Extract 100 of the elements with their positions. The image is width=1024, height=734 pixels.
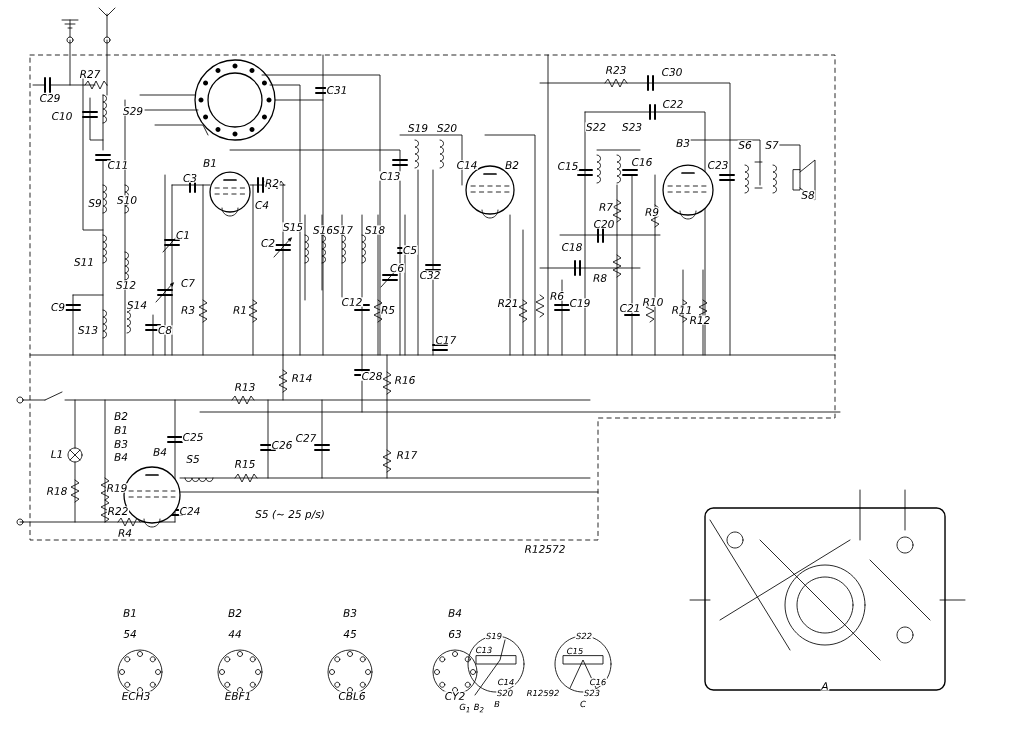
component-label: R5 [380, 305, 396, 315]
component-label: C25 [181, 432, 205, 442]
component-label: S12 [115, 280, 137, 290]
component-label: B1 [202, 158, 218, 168]
component-label: R18 [45, 486, 69, 496]
component-label: C6 [389, 263, 405, 273]
component-label: R1 [232, 305, 248, 315]
component-label: B1 [122, 608, 138, 618]
component-label: C29 [38, 93, 62, 103]
component-label: 45 [342, 629, 358, 639]
component-label: C26 [270, 440, 294, 450]
component-label: C2 [260, 238, 276, 248]
component-label: R13 [233, 382, 257, 392]
component-label: S10 [116, 195, 138, 205]
component-label: C15 [566, 647, 584, 655]
component-label: S15 [282, 222, 304, 232]
component-label: R21 [496, 298, 520, 308]
component-label: C12 [340, 297, 364, 307]
component-label: C1 [175, 230, 191, 240]
component-label: C7 [180, 278, 196, 288]
component-label: C4 [254, 200, 270, 210]
component-label: B1 [113, 425, 129, 435]
component-label: C24 [178, 506, 202, 516]
component-label: CBL6 [337, 691, 367, 701]
component-label: C [579, 700, 587, 708]
component-label: C18 [560, 242, 584, 252]
component-label: R17 [395, 450, 419, 460]
component-label: R9 [644, 207, 660, 217]
component-label: R14 [290, 373, 314, 383]
component-label: C20 [592, 219, 616, 229]
component-label: C13 [378, 171, 402, 181]
component-label: S20 [496, 689, 514, 697]
component-label: B4 [113, 452, 129, 462]
component-label: S23 [621, 122, 643, 132]
component-label: S22 [585, 122, 607, 132]
component-label: S16 [312, 225, 334, 235]
component-label: C8 [157, 325, 173, 335]
component-label: S8 [800, 190, 816, 200]
component-label: ECH3 [120, 691, 152, 701]
component-label: B2 [113, 411, 129, 421]
component-label: R2 [264, 178, 280, 188]
component-label: S6 [737, 140, 753, 150]
component-label: C15 [556, 161, 580, 171]
component-label: S5 [185, 454, 201, 464]
component-label: C16 [630, 157, 654, 167]
component-label: S14 [126, 300, 148, 310]
component-label: R4 [117, 528, 133, 538]
component-label: C3 [182, 173, 198, 183]
component-label: B2 [504, 160, 520, 170]
component-label: R8 [592, 273, 608, 283]
component-label: C31 [325, 85, 349, 95]
component-label: B [493, 700, 501, 708]
component-label: R3 [180, 305, 196, 315]
component-label: S23 [583, 689, 601, 697]
component-label: C10 [50, 111, 74, 121]
component-label: EBF1 [223, 691, 253, 701]
component-label: R15 [233, 459, 257, 469]
component-label: C14 [455, 160, 479, 170]
component-label: S9 [87, 198, 103, 208]
component-label: C11 [106, 160, 130, 170]
component-label: R12592 [525, 689, 561, 697]
component-label: C5 [402, 245, 418, 255]
component-label: S29 [122, 106, 144, 116]
component-label: A [820, 681, 830, 691]
component-label: R27 [78, 69, 102, 79]
component-label: R6 [549, 291, 565, 301]
component-label: S22 [575, 632, 593, 640]
component-label: G$_{1}$ B$_{2}$ [458, 703, 486, 713]
component-label: C32 [418, 270, 442, 280]
component-label: R7 [598, 202, 614, 212]
component-label: C14 [497, 678, 516, 686]
component-label: L1 [50, 449, 64, 459]
component-label: C30 [660, 67, 684, 77]
component-label: B4 [152, 447, 168, 457]
component-label: B3 [342, 608, 358, 618]
component-label: B4 [447, 608, 463, 618]
component-label: 63 [447, 629, 463, 639]
component-label: R16 [393, 375, 417, 385]
component-label: S17 [332, 225, 354, 235]
component-label: C28 [360, 371, 384, 381]
component-label: C19 [568, 298, 592, 308]
component-label: R23 [604, 65, 628, 75]
component-label: C16 [589, 678, 607, 686]
component-label: S5 (∼ 25 p/s) [254, 509, 326, 521]
component-label: R19 [105, 483, 129, 493]
component-label: S13 [77, 325, 99, 335]
component-label: 54 [122, 629, 138, 639]
component-label: B3 [113, 439, 129, 449]
component-label: C17 [434, 335, 458, 345]
component-label: S18 [364, 225, 386, 235]
component-label: S7 [764, 140, 780, 150]
component-label: S19 [485, 632, 503, 640]
component-label: R12572 [523, 544, 567, 554]
component-label: R11 [670, 305, 694, 315]
component-label: C27 [294, 433, 318, 443]
component-label: C13 [475, 646, 494, 654]
component-label: C9 [50, 302, 66, 312]
component-label: R10 [641, 297, 665, 307]
component-label: 44 [227, 629, 243, 639]
component-label: S20 [436, 123, 458, 133]
